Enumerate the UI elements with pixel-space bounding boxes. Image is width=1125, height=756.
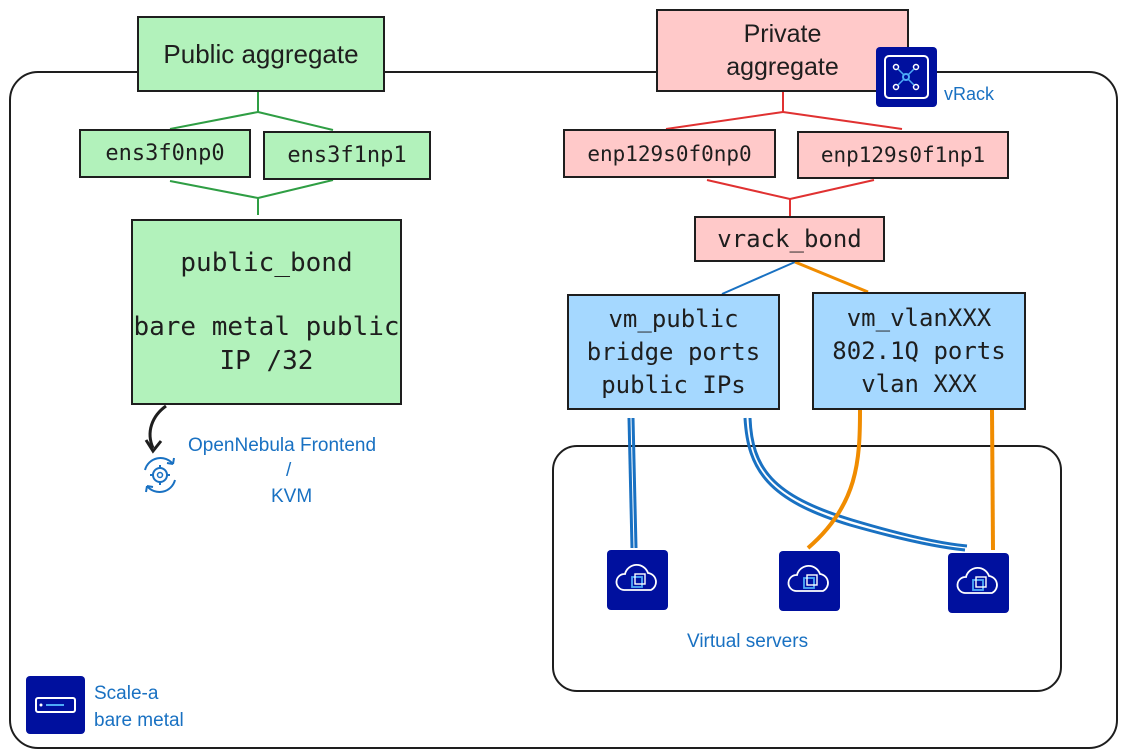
private-aggregate-links xyxy=(665,92,903,216)
virtual-servers-frame xyxy=(552,445,1062,692)
frontend-label-line2: / xyxy=(286,460,292,481)
private-iface-1-label: enp129s0f1np1 xyxy=(820,143,986,167)
public-aggregate-label: Public aggregate xyxy=(163,38,359,69)
virtual-servers-label: Virtual servers xyxy=(687,631,809,652)
gear-refresh-icon xyxy=(137,452,183,498)
private-iface-1: enp129s0f1np1 xyxy=(797,131,1009,179)
public-bond-box: public_bond bare metal public IP /32 xyxy=(131,219,402,405)
private-aggregate-box: Private aggregate xyxy=(656,9,909,92)
cloud-server-icon xyxy=(779,551,840,611)
frontend-arrow xyxy=(148,404,167,449)
vrack-icon xyxy=(876,47,937,107)
bond-to-vm-public-line xyxy=(721,261,796,295)
vm-public-links xyxy=(627,417,968,552)
vm-public-box: vm_public bridge ports public IPs xyxy=(567,294,780,410)
cloud-server-icon xyxy=(948,553,1009,613)
bond-to-vm-vlan-line xyxy=(794,260,869,294)
public-bond-desc: bare metal public IP /32 xyxy=(133,312,400,376)
frontend-label-line1: OpenNebula Frontend xyxy=(188,435,377,456)
bare-metal-frame xyxy=(9,71,1118,749)
cloud-server-icon xyxy=(607,550,668,610)
vrack-bond-box: vrack_bond xyxy=(694,216,885,262)
public-iface-1-label: ens3f1np1 xyxy=(287,143,407,168)
public-iface-0-label: ens3f0np0 xyxy=(105,141,225,166)
vm-vlan-label: vm_vlanXXX 802.1Q ports vlan XXX xyxy=(832,303,1006,398)
private-iface-0: enp129s0f0np0 xyxy=(563,129,776,178)
private-aggregate-label: Private aggregate xyxy=(726,19,839,81)
vm-vlan-box: vm_vlanXXX 802.1Q ports vlan XXX xyxy=(812,292,1026,410)
public-iface-0: ens3f0np0 xyxy=(79,129,251,178)
scale-label: Scale-a bare metal xyxy=(94,683,184,731)
public-bond-name: public_bond xyxy=(180,248,353,278)
frontend-label-line3: KVM xyxy=(271,486,313,507)
public-aggregate-box: Public aggregate xyxy=(137,16,385,92)
public-iface-1: ens3f1np1 xyxy=(263,131,431,180)
vm-public-label: vm_public bridge ports public IPs xyxy=(586,304,761,399)
public-aggregate-links xyxy=(169,92,334,215)
vrack-bond-label: vrack_bond xyxy=(717,225,862,253)
vrack-label: vRack xyxy=(944,84,995,104)
server-icon xyxy=(26,676,85,734)
private-iface-0-label: enp129s0f0np0 xyxy=(587,141,752,166)
vm-vlan-links xyxy=(806,409,995,551)
